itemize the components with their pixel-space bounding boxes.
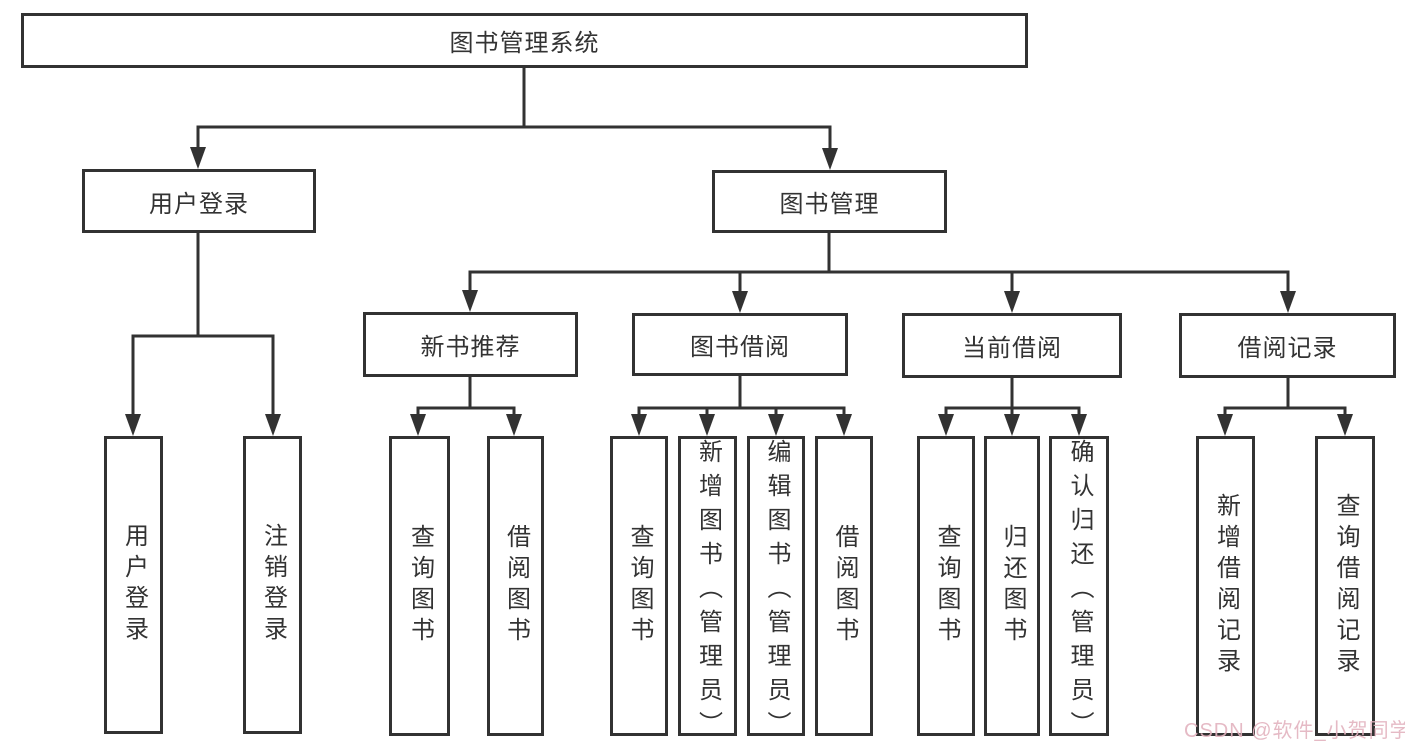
arrowhead-icon — [125, 414, 141, 436]
leaf-query-borrow-record: 查询借阅记录 — [1315, 436, 1375, 736]
node-book-borrow: 图书借阅 — [632, 313, 848, 376]
leaf-query-book-current-label: 查询图书 — [933, 524, 960, 648]
leaf-query-book-current: 查询图书 — [917, 436, 975, 736]
node-borrow-record-label: 借阅记录 — [1237, 335, 1338, 362]
edge-current-borrow-to-leaves — [944, 378, 1081, 416]
leaf-confirm-return-admin-label: 确认归还（管理员） — [1066, 439, 1093, 745]
node-root-label: 图书管理系统 — [449, 30, 600, 57]
arrowhead-icon — [265, 414, 281, 436]
edge-borrow-record-to-leaves — [1223, 378, 1347, 416]
leaf-logout-label: 注销登录 — [259, 523, 287, 647]
arrowhead-icon — [732, 291, 748, 313]
node-book-borrow-label: 图书借阅 — [690, 334, 790, 361]
arrowhead-icon — [1071, 414, 1087, 436]
leaf-confirm-return-admin: 确认归还（管理员） — [1049, 436, 1109, 745]
arrowhead-icon — [836, 414, 852, 436]
leaf-borrow-book-recommend-label: 借阅图书 — [502, 524, 530, 648]
csdn-watermark: CSDN @软件_小贺同学 — [1184, 720, 1405, 742]
arrowhead-icon — [768, 414, 784, 436]
node-new-book-recommend-label: 新书推荐 — [420, 334, 521, 361]
arrowhead-icon — [1280, 291, 1296, 313]
node-borrow-record: 借阅记录 — [1179, 313, 1396, 378]
node-book-management: 图书管理 — [712, 170, 947, 233]
node-current-borrow-label: 当前借阅 — [962, 335, 1062, 362]
leaf-query-book-borrow-label: 查询图书 — [626, 524, 653, 648]
edge-new-book-to-leaves — [416, 377, 516, 416]
node-user-login-label: 用户登录 — [149, 190, 249, 218]
leaf-add-borrow-record-label: 新增借阅记录 — [1212, 493, 1240, 679]
arrowhead-icon — [1217, 414, 1233, 436]
leaf-user-login-label: 用户登录 — [120, 523, 148, 647]
leaf-return-book-label: 归还图书 — [999, 524, 1026, 648]
leaf-add-borrow-record: 新增借阅记录 — [1196, 436, 1255, 736]
leaf-query-book-borrow: 查询图书 — [610, 436, 668, 736]
arrowhead-icon — [506, 414, 522, 436]
node-current-borrow: 当前借阅 — [902, 313, 1122, 378]
edge-user-login-to-leaves — [131, 233, 275, 416]
arrowhead-icon — [938, 414, 954, 436]
leaf-return-book: 归还图书 — [984, 436, 1040, 736]
arrowhead-icon — [410, 414, 426, 436]
leaf-query-book-recommend-label: 查询图书 — [406, 524, 434, 648]
leaf-edit-book-admin-label: 编辑图书（管理员） — [763, 439, 790, 745]
leaf-user-login: 用户登录 — [104, 436, 163, 734]
edge-book-borrow-to-leaves — [637, 376, 846, 416]
edge-book-management-to-level3 — [468, 233, 1290, 293]
leaf-borrow-book: 借阅图书 — [815, 436, 873, 736]
arrowhead-icon — [631, 414, 647, 436]
arrowhead-icon — [1337, 414, 1353, 436]
leaf-query-book-recommend: 查询图书 — [389, 436, 450, 736]
arrowhead-icon — [1004, 414, 1020, 436]
node-user-login: 用户登录 — [82, 169, 316, 233]
arrowhead-icon — [822, 148, 838, 170]
leaf-borrow-book-label: 借阅图书 — [831, 524, 858, 648]
arrowhead-icon — [1004, 291, 1020, 313]
leaf-borrow-book-recommend: 借阅图书 — [487, 436, 544, 736]
node-book-management-label: 图书管理 — [779, 191, 880, 218]
leaf-add-book-admin: 新增图书（管理员） — [678, 436, 737, 745]
arrowhead-icon — [190, 147, 206, 169]
arrowhead-icon — [462, 290, 478, 312]
node-root: 图书管理系统 — [21, 13, 1028, 68]
arrowhead-icon — [699, 414, 715, 436]
leaf-edit-book-admin: 编辑图书（管理员） — [747, 436, 805, 745]
edge-root-to-level2 — [196, 68, 832, 150]
leaf-add-book-admin-label: 新增图书（管理员） — [694, 439, 722, 745]
leaf-query-borrow-record-label: 查询借阅记录 — [1332, 493, 1359, 679]
node-new-book-recommend: 新书推荐 — [363, 312, 578, 377]
leaf-logout: 注销登录 — [243, 436, 302, 734]
